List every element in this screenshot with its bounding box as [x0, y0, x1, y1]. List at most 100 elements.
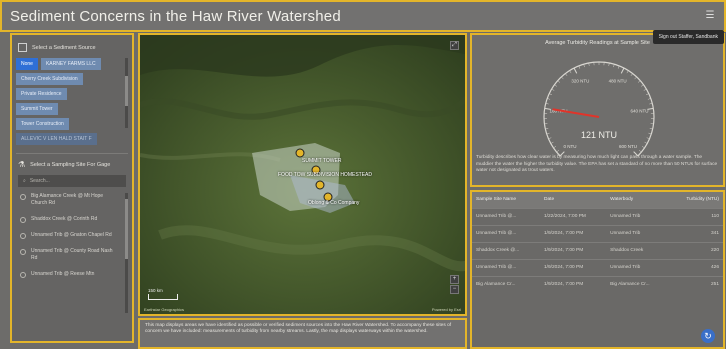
list-item[interactable]: Shaddox Creek @ Corinth Rd: [20, 216, 120, 223]
app-header: Sediment Concerns in the Haw River Water…: [0, 0, 726, 32]
column-header[interactable]: Turbidity (NTU): [669, 192, 723, 208]
column-header[interactable]: Waterbody: [606, 192, 670, 208]
gauge-tick: [559, 151, 565, 157]
map-description: This map displays areas we have identifi…: [138, 318, 467, 349]
gauge-tick: [630, 73, 633, 77]
gauge-tick: [549, 93, 553, 96]
divider: [16, 153, 128, 154]
left-panel: Select a Sediment Source None KARNEY FAR…: [10, 33, 134, 343]
source-chip[interactable]: Summit Tower: [16, 103, 58, 115]
list-item[interactable]: Unnamed Trib @ County Road Nash Rd: [20, 248, 120, 262]
gauge-tick: [638, 149, 642, 153]
gauge-tick: [608, 62, 610, 66]
gauge-tick-label: 640 NTU: [630, 109, 648, 114]
esri-credit[interactable]: Powered by Esri: [431, 307, 461, 312]
gauge-tick-label: 480 NTU: [609, 78, 627, 83]
radio-icon: [20, 217, 26, 223]
map-credit: Earthstar Geographics: [144, 307, 185, 312]
gauge-tick: [565, 73, 568, 77]
gauge-tick: [544, 107, 551, 110]
scale-bar: 150 km: [148, 288, 178, 300]
gauge-tick-label: 0 NTU: [564, 144, 577, 149]
gauge-tick: [633, 151, 639, 157]
gauge-tick: [554, 84, 558, 87]
sign-out-tooltip: Sign out Staffer, Sandbank: [652, 30, 724, 44]
list-item[interactable]: Unnamed Trib @ Gnaton Chapel Rd: [20, 232, 120, 239]
menu-icon[interactable]: ☰: [705, 10, 715, 21]
source-chip[interactable]: Cherry Creek Subdivision: [16, 73, 83, 85]
gauge-value: 121 NTU: [580, 130, 617, 140]
map-view[interactable]: SUMMIT TOWER FOOD TOW SUBDIVISION HOMEST…: [138, 33, 467, 316]
site-list: Big Alamance Creek @ Mt Hope Church Rd S…: [16, 193, 128, 313]
table-cell: 220: [669, 241, 723, 259]
gauge-tick: [561, 76, 564, 80]
map-label: SUMMIT TOWER: [302, 158, 342, 164]
table-cell: 251: [669, 275, 723, 293]
source-heading-label: Select a Sediment Source: [32, 44, 96, 51]
gauge-tick: [550, 141, 554, 144]
table-cell: 1/9/2024, 7:00 PM: [540, 275, 607, 293]
gauge-tick: [647, 98, 651, 100]
gauge-tick: [646, 137, 650, 140]
gauge-tick: [640, 84, 644, 87]
gauge-title: Average Turbidity Readings at Sample Sit…: [545, 40, 650, 46]
list-item[interactable]: Unnamed Trib @ Reese Mtn: [20, 271, 120, 278]
gauge-tick-label: 600 NTU: [619, 144, 637, 149]
gauge-tick: [573, 67, 578, 74]
gauge-tick: [620, 67, 625, 74]
table-cell: Big Alamance Cr...: [606, 275, 670, 293]
table-cell: Unnamed Trib @...: [472, 207, 541, 225]
gauge-panel: Average Turbidity Readings at Sample Sit…: [470, 33, 725, 187]
gauge-tick: [641, 146, 645, 149]
refresh-icon[interactable]: ↻: [701, 329, 715, 343]
source-chip[interactable]: Private Residence: [16, 88, 67, 100]
gauge-tick: [649, 128, 653, 130]
zoom-out-button[interactable]: −: [450, 285, 459, 294]
gauge-tick: [645, 93, 649, 96]
source-scrollbar[interactable]: [125, 58, 128, 128]
list-item[interactable]: Big Alamance Creek @ Mt Hope Church Rd: [20, 193, 120, 207]
search-placeholder: Search...: [29, 178, 50, 184]
radio-icon: [20, 272, 26, 278]
gauge-needle: [552, 108, 600, 118]
search-icon: ⌕: [23, 178, 26, 184]
table-cell: 1/22/2024, 7:00 PM: [540, 207, 607, 225]
gauge-tick: [613, 64, 615, 68]
column-header[interactable]: Date: [540, 192, 607, 208]
gauge-tick: [583, 64, 585, 68]
source-chip[interactable]: ALLEVIC V LEN HALD STAIT F: [16, 133, 97, 145]
radio-icon: [20, 249, 26, 255]
source-select-icon: [18, 43, 27, 52]
readings-table-panel: Sample Site Name Date Waterbody Turbidit…: [470, 190, 725, 349]
gauge-tick: [547, 98, 551, 100]
gauge-tick: [617, 65, 620, 69]
map-label: Oblong & Co Company: [308, 200, 360, 206]
source-chip[interactable]: None: [16, 58, 38, 70]
table-cell: Unnamed Trib: [606, 207, 670, 225]
table-cell: 341: [669, 224, 723, 242]
radio-icon: [20, 194, 26, 200]
table-cell: 426: [669, 258, 723, 276]
table-cell: Unnamed Trib @...: [472, 258, 541, 276]
gauge-tick: [643, 88, 647, 91]
gauge-tick: [644, 141, 648, 144]
table-cell: Shaddox Creek: [606, 241, 670, 259]
source-chip[interactable]: KARNEY FARMS LLC: [40, 58, 101, 70]
map-label: FOOD TOW SUBDIVISION HOMESTEAD: [278, 172, 372, 178]
gauge-tick: [588, 62, 590, 66]
column-header[interactable]: Sample Site Name: [472, 192, 541, 208]
source-chip[interactable]: Tower Construction: [16, 118, 69, 130]
expand-icon[interactable]: ⤢: [450, 41, 459, 50]
flask-icon: ⚗: [18, 160, 26, 169]
zoom-in-button[interactable]: +: [450, 275, 459, 284]
site-search-input[interactable]: ⌕ Search...: [18, 175, 126, 187]
gauge-tick: [545, 103, 549, 105]
table-cell: Unnamed Trib @...: [472, 224, 541, 242]
site-scrollbar[interactable]: [125, 193, 128, 313]
